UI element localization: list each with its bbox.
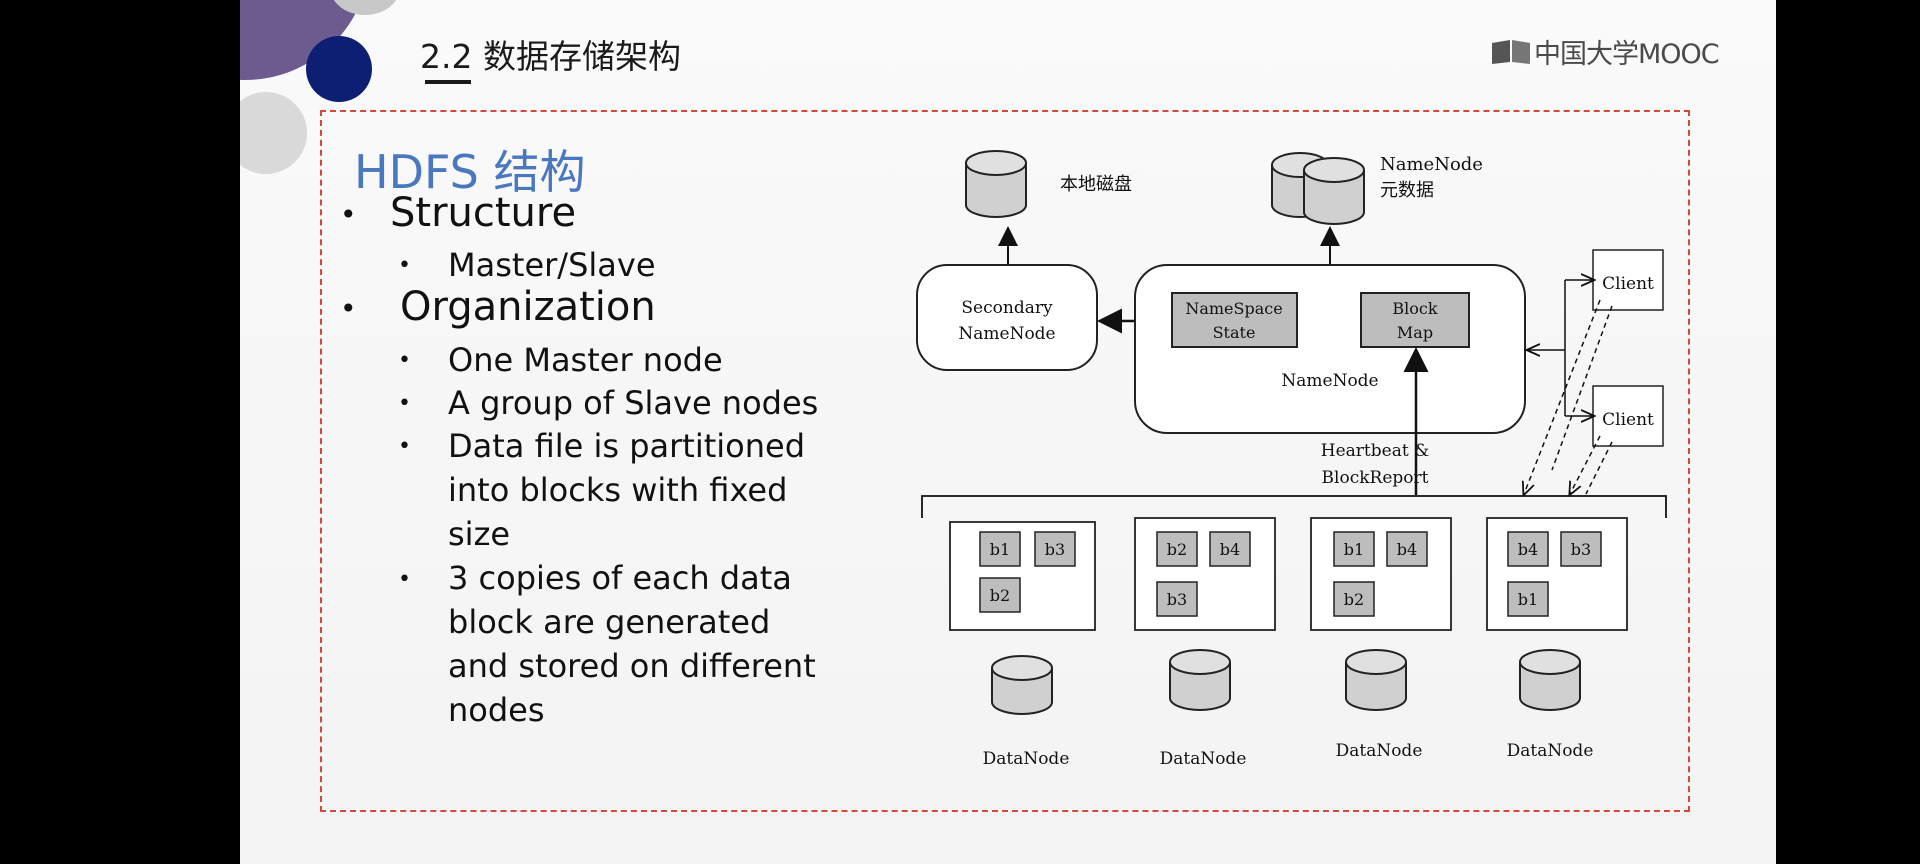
heartbeat-label-2: BlockReport — [1322, 468, 1429, 488]
data-block — [1034, 531, 1076, 567]
local-disk-label: 本地磁盘 — [1060, 174, 1132, 195]
book-icon — [1492, 39, 1530, 64]
data-block — [1507, 531, 1549, 567]
data-block — [1333, 581, 1375, 617]
client-box-2 — [1592, 385, 1664, 447]
namenode-box — [1134, 264, 1526, 434]
data-block — [1156, 531, 1198, 567]
bullet-copies-line4: nodes — [448, 691, 545, 729]
block-label: b4 — [1397, 540, 1417, 559]
datanode-label: DataNode — [983, 749, 1070, 769]
datanode-3: b1 b4 b2 DataNode — [1310, 517, 1452, 761]
slide-title: 2.2 数据存储架构 — [420, 37, 681, 76]
namenode-metadata-label-2: 元数据 — [1380, 180, 1434, 201]
block-label: b1 — [1518, 590, 1538, 609]
bullet-dot: • — [398, 567, 411, 592]
block-label: b4 — [1518, 540, 1538, 559]
mooc-logo: 中国大学MOOC — [1490, 32, 1720, 71]
datanode-label: DataNode — [1336, 741, 1423, 761]
client-datanode-dashed-arrows — [1524, 299, 1613, 494]
bullet-dot: • — [340, 198, 357, 231]
block-label: b3 — [1571, 540, 1591, 559]
data-block — [1156, 581, 1198, 617]
datanode-4: b4 b3 b1 DataNode — [1486, 517, 1628, 761]
bullet-dot: • — [340, 292, 357, 325]
bullet-organization: Organization — [400, 284, 656, 330]
logo-text: 中国大学MOOC — [1534, 39, 1720, 70]
namenode-label: NameNode — [1281, 371, 1378, 391]
bullet-copies-line2: block are generated — [448, 603, 771, 641]
bullet-copies-line1: 3 copies of each data — [448, 559, 792, 597]
namenode-metadata-icon — [1271, 152, 1365, 225]
block-label: b1 — [1344, 540, 1364, 559]
data-block — [1386, 531, 1428, 567]
bullet-structure: Structure — [390, 190, 577, 236]
datanode-disk-icon — [1345, 662, 1407, 711]
decorative-circle-light — [240, 92, 307, 174]
datanode-box — [1310, 517, 1452, 631]
datanode-disk-icon — [1169, 662, 1231, 711]
block-label: b2 — [1167, 540, 1187, 559]
block-map-box — [1360, 292, 1470, 348]
data-block — [979, 577, 1021, 613]
data-block — [1507, 581, 1549, 617]
bullet-one-master: One Master node — [448, 341, 723, 379]
secondary-namenode-label-2: NameNode — [958, 324, 1055, 344]
block-label: b4 — [1220, 540, 1240, 559]
decorative-circle-gray — [330, 0, 400, 15]
bullet-dot: • — [398, 348, 411, 373]
bullet-partition-line2: into blocks with fixed — [448, 471, 788, 509]
content-frame — [320, 110, 1690, 812]
client-label-2: Client — [1602, 410, 1654, 430]
client-namenode-connector — [1528, 280, 1593, 416]
datanode-label: DataNode — [1160, 749, 1247, 769]
section-heading: HDFS 结构 — [354, 145, 586, 199]
namenode-metadata-label-1: NameNode — [1380, 154, 1483, 175]
block-label: b3 — [1167, 590, 1187, 609]
hdfs-architecture-diagram: 本地磁盘 NameNode 元数据 Secondary NameNode Nam… — [916, 150, 1667, 769]
block-label: b3 — [1045, 540, 1065, 559]
block-label: b2 — [1344, 590, 1364, 609]
bullet-slave-nodes: A group of Slave nodes — [448, 384, 819, 422]
datanode-label: DataNode — [1507, 741, 1594, 761]
block-map-label-2: Map — [1397, 323, 1433, 342]
client-label-1: Client — [1602, 274, 1654, 294]
data-block — [1560, 531, 1602, 567]
namespace-state-label-1: NameSpace — [1185, 299, 1282, 318]
block-map-label-1: Block — [1392, 299, 1437, 318]
namespace-state-label-2: State — [1213, 323, 1256, 342]
datanode-1: b1 b3 b2 DataNode — [949, 521, 1096, 769]
data-block — [1209, 531, 1251, 567]
datanode-box — [1134, 517, 1276, 631]
local-disk-icon — [965, 150, 1027, 218]
decorative-circle-navy — [306, 36, 372, 102]
block-label: b1 — [990, 540, 1010, 559]
slide: 2.2 数据存储架构 中国大学MOOC HDFS 结构 • Structure … — [240, 0, 1776, 864]
title-underline — [425, 80, 471, 84]
bullet-dot: • — [398, 253, 411, 278]
bullet-dot: • — [398, 434, 411, 459]
bullet-master-slave: Master/Slave — [448, 246, 656, 284]
namespace-state-box — [1171, 292, 1298, 348]
block-label: b2 — [990, 586, 1010, 605]
secondary-namenode-label-1: Secondary — [961, 298, 1053, 318]
bullet-partition-line3: size — [448, 515, 511, 553]
client-box-1 — [1592, 249, 1664, 311]
datanode-2: b2 b4 b3 DataNode — [1134, 517, 1276, 769]
bullet-copies-line3: and stored on different — [448, 647, 816, 685]
datanode-group-bracket — [921, 495, 1667, 518]
data-block — [1333, 531, 1375, 567]
heartbeat-label-1: Heartbeat & — [1321, 441, 1429, 461]
bullet-partition-line1: Data file is partitioned — [448, 427, 806, 465]
datanode-disk-icon — [991, 668, 1053, 715]
data-block — [979, 531, 1021, 567]
datanode-disk-icon — [1519, 662, 1581, 711]
bullet-dot: • — [398, 391, 411, 416]
